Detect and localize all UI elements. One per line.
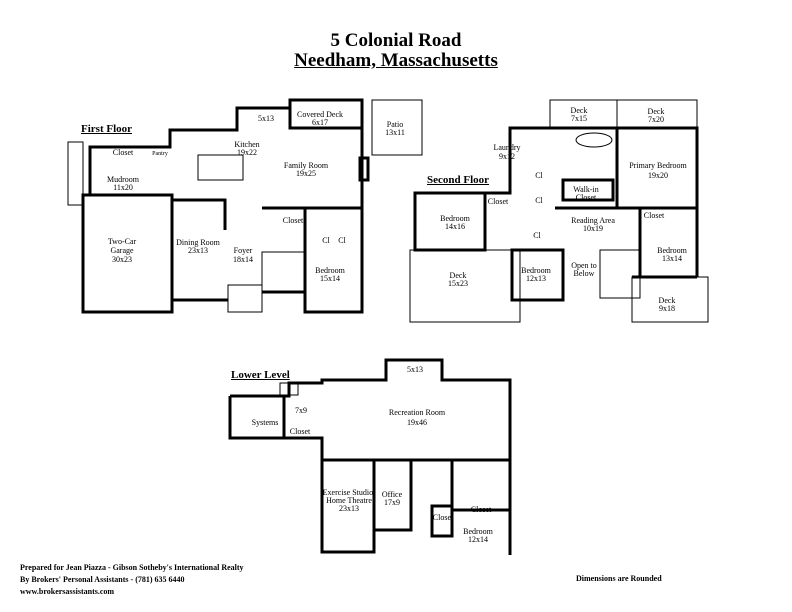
room-closet: Closet	[643, 211, 665, 220]
second-floor-title: Second Floor	[427, 174, 490, 186]
room-closet: Closet	[289, 427, 311, 436]
lower-level-title: Lower Level	[231, 369, 290, 381]
second-floor-walls	[409, 99, 709, 323]
room-pantry: Pantry	[152, 151, 168, 157]
first-floor-walls	[67, 98, 423, 314]
room-closet: Closet	[282, 216, 304, 225]
room-closet: Closet	[432, 513, 454, 522]
room-cl: Cl	[338, 236, 346, 245]
room-closet: Closet	[487, 197, 509, 206]
room-cl: Cl	[533, 231, 541, 240]
room-5x13: 5x13	[407, 365, 423, 374]
lower-level-walls	[228, 358, 512, 555]
prepared-for: Prepared for Jean Piazza - Gibson Sotheb…	[20, 563, 244, 572]
room-closet: Closet	[112, 148, 134, 157]
room-cl: Cl	[322, 236, 330, 245]
dimensions-note: Dimensions are Rounded	[576, 574, 662, 583]
room-cl: Cl	[535, 171, 543, 180]
room-7x9: 7x9	[295, 406, 307, 415]
website: www.brokersassistants.com	[20, 587, 115, 596]
first-floor-title: First Floor	[81, 123, 133, 135]
room-5x13: 5x13	[258, 114, 274, 123]
room-cl: Cl	[535, 196, 543, 205]
property-city: Needham, Massachusetts	[294, 50, 498, 71]
property-address: 5 Colonial Road	[330, 30, 462, 51]
room-systems: Systems	[251, 418, 279, 427]
prepared-by: By Brokers' Personal Assistants - (781) …	[20, 575, 185, 584]
room-closet: Closet	[470, 505, 492, 514]
